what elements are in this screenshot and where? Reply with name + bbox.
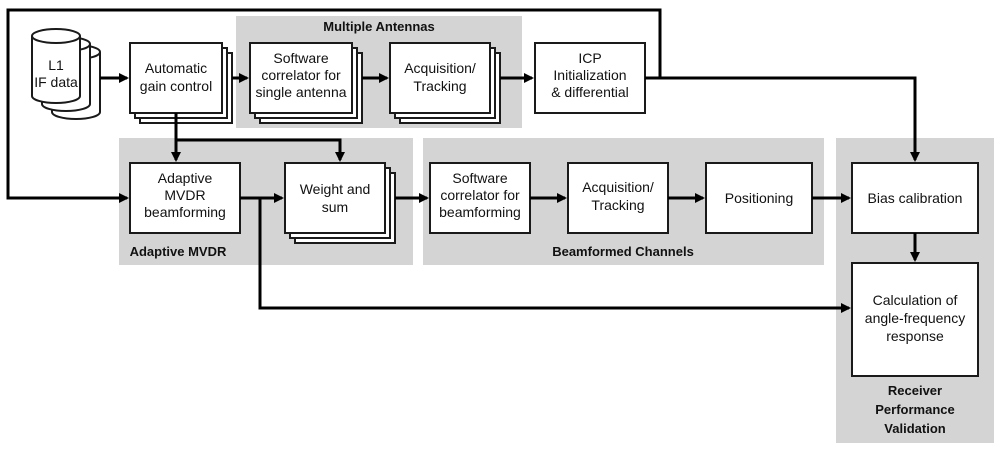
node-text: beamforming bbox=[144, 204, 226, 220]
node-text: beamforming bbox=[439, 204, 521, 220]
weight-sum-node: Weight and sum bbox=[284, 162, 396, 244]
mvdr-beamforming-node: Adaptive MVDR beamforming bbox=[129, 162, 241, 234]
angle-freq-node: Calculation of angle-frequency response bbox=[851, 262, 979, 377]
node-text: correlator for bbox=[440, 187, 520, 203]
node-text: response bbox=[886, 328, 944, 344]
node-text: angle-frequency bbox=[865, 310, 965, 326]
node-text: Acquisition/ bbox=[404, 60, 476, 76]
node-text: MVDR bbox=[164, 187, 205, 203]
group-label-multiple-antennas: Multiple Antennas bbox=[323, 19, 434, 34]
sw-correlator-single-node: Software correlator for single antenna bbox=[249, 42, 363, 124]
positioning-node: Positioning bbox=[705, 162, 813, 234]
node-text: Tracking bbox=[591, 197, 644, 213]
arrow-agc-weight bbox=[176, 138, 345, 162]
arrow-icp-bias bbox=[645, 76, 920, 162]
node-text: ICP bbox=[578, 50, 601, 66]
node-text: sum bbox=[322, 199, 348, 215]
l1-if-data-node: L1 IF data bbox=[31, 28, 101, 120]
connectors bbox=[6, 8, 920, 313]
group-label-line: Receiver bbox=[888, 383, 942, 398]
node-text: Acquisition/ bbox=[582, 179, 654, 195]
node-text: gain control bbox=[140, 78, 212, 94]
acq-tracking-bottom-node: Acquisition/ Tracking bbox=[567, 162, 669, 234]
node-text: Software bbox=[452, 170, 507, 186]
bias-calibration-node: Bias calibration bbox=[851, 162, 979, 234]
node-text: Initialization bbox=[553, 67, 626, 83]
group-label-line: Validation bbox=[884, 421, 945, 436]
group-label-beamformed-channels: Beamformed Channels bbox=[552, 244, 694, 259]
icp-node: ICP Initialization & differential bbox=[534, 42, 646, 114]
node-text: Automatic bbox=[145, 60, 207, 76]
acq-tracking-top-node: Acquisition/ Tracking bbox=[389, 42, 501, 124]
node-text: IF data bbox=[34, 74, 78, 90]
node-text: Software bbox=[273, 50, 328, 66]
group-label-adaptive-mvdr: Adaptive MVDR bbox=[130, 244, 227, 259]
node-text: Weight and bbox=[300, 181, 371, 197]
node-text: correlator for bbox=[261, 67, 341, 83]
agc-node: Automatic gain control bbox=[129, 42, 233, 124]
group-label-receiver-validation: Receiver Performance Validation bbox=[875, 383, 954, 436]
group-label-line: Performance bbox=[875, 402, 954, 417]
node-text: Tracking bbox=[413, 78, 466, 94]
sw-correlator-beam-node: Software correlator for beamforming bbox=[429, 162, 531, 234]
arrow-mvdr-anglefreq bbox=[258, 198, 851, 313]
node-text: Calculation of bbox=[873, 292, 958, 308]
node-text: Adaptive bbox=[158, 170, 213, 186]
node-text: Positioning bbox=[725, 190, 794, 206]
node-text: & differential bbox=[551, 84, 629, 100]
node-text: Bias calibration bbox=[868, 190, 963, 206]
node-text: L1 bbox=[48, 57, 64, 73]
arrow-loop-mvdr bbox=[6, 8, 662, 203]
node-text: single antenna bbox=[255, 84, 346, 100]
